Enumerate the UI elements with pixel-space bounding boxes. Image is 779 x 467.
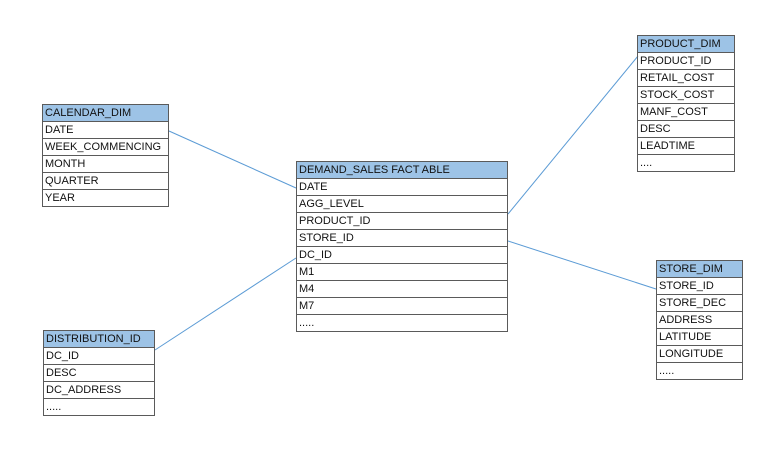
- store-dim-field: .....: [657, 363, 742, 380]
- demand-sales-fact-field: M4: [297, 281, 507, 298]
- product-dim-field: DESC: [638, 121, 734, 138]
- store-dim-field: LONGITUDE: [657, 346, 742, 363]
- connector-store-fact: [507, 240, 657, 290]
- calendar-dim-field: QUARTER: [43, 173, 168, 190]
- distribution-id-field: DC_ADDRESS: [44, 382, 154, 399]
- demand-sales-fact-field: STORE_ID: [297, 230, 507, 247]
- product-dim-field: RETAIL_COST: [638, 70, 734, 87]
- product-dim-field: ....: [638, 155, 734, 172]
- calendar-dim-header: CALENDAR_DIM: [43, 104, 168, 122]
- store-dim-field: LATITUDE: [657, 329, 742, 346]
- product-dim-field: STOCK_COST: [638, 87, 734, 104]
- connector-distribution-fact: [154, 257, 297, 351]
- calendar-dim-field: MONTH: [43, 156, 168, 173]
- product-dim-table: PRODUCT_DIM PRODUCT_ID RETAIL_COST STOCK…: [637, 35, 735, 172]
- store-dim-field: ADDRESS: [657, 312, 742, 329]
- product-dim-field: MANF_COST: [638, 104, 734, 121]
- store-dim-header: STORE_DIM: [657, 260, 742, 278]
- demand-sales-fact-field: PRODUCT_ID: [297, 213, 507, 230]
- distribution-id-header: DISTRIBUTION_ID: [44, 330, 154, 348]
- product-dim-field: PRODUCT_ID: [638, 53, 734, 70]
- calendar-dim-table: CALENDAR_DIM DATE WEEK_COMMENCING MONTH …: [42, 104, 169, 207]
- distribution-id-table: DISTRIBUTION_ID DC_ID DESC DC_ADDRESS ..…: [43, 330, 155, 416]
- calendar-dim-field: DATE: [43, 122, 168, 139]
- connector-product-fact: [507, 55, 639, 215]
- store-dim-field: STORE_ID: [657, 278, 742, 295]
- product-dim-field: LEADTIME: [638, 138, 734, 155]
- demand-sales-fact-field: DATE: [297, 179, 507, 196]
- demand-sales-fact-field: M7: [297, 298, 507, 315]
- distribution-id-field: DC_ID: [44, 348, 154, 365]
- demand-sales-fact-table: DEMAND_SALES FACT ABLE DATE AGG_LEVEL PR…: [296, 161, 508, 332]
- demand-sales-fact-field: .....: [297, 315, 507, 332]
- distribution-id-field: DESC: [44, 365, 154, 382]
- distribution-id-field: .....: [44, 399, 154, 416]
- product-dim-header: PRODUCT_DIM: [638, 35, 734, 53]
- demand-sales-fact-field: DC_ID: [297, 247, 507, 264]
- connector-calendar-fact: [168, 130, 297, 189]
- demand-sales-fact-field: M1: [297, 264, 507, 281]
- calendar-dim-field: YEAR: [43, 190, 168, 207]
- store-dim-field: STORE_DEC: [657, 295, 742, 312]
- store-dim-table: STORE_DIM STORE_ID STORE_DEC ADDRESS LAT…: [656, 260, 743, 380]
- demand-sales-fact-header: DEMAND_SALES FACT ABLE: [297, 161, 507, 179]
- calendar-dim-field: WEEK_COMMENCING: [43, 139, 168, 156]
- demand-sales-fact-field: AGG_LEVEL: [297, 196, 507, 213]
